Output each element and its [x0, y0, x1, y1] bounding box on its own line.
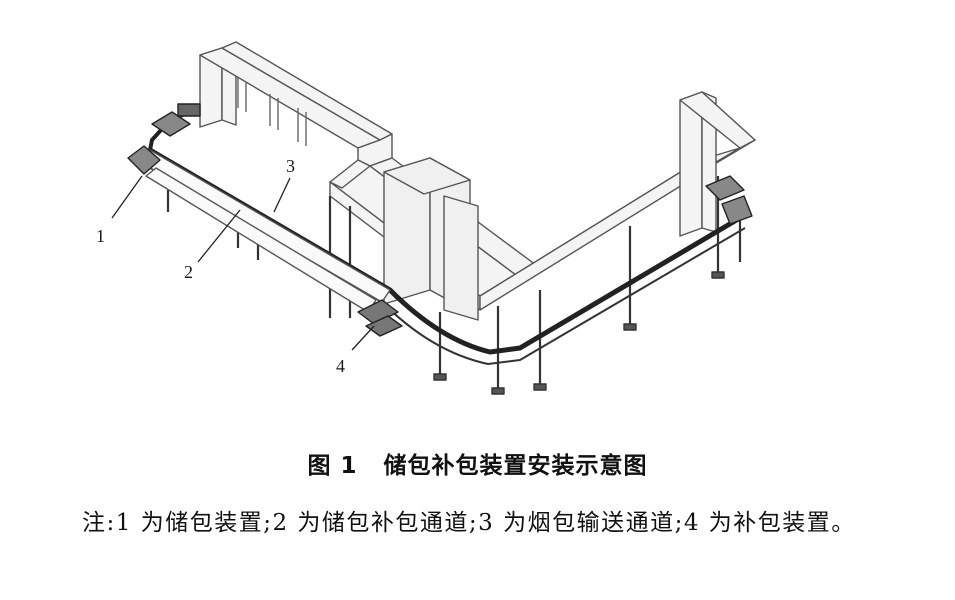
storage-device [127, 103, 201, 175]
central-cabinet [383, 157, 479, 321]
figure-note: 注:1 为储包装置;2 为储包补包通道;3 为烟包输送通道;4 为补包装置。 [82, 510, 856, 536]
callout-label-3: 3 [286, 156, 295, 176]
replenish-device [357, 299, 403, 337]
conveyor-installation-diagram: 1 2 3 4 [96, 41, 756, 395]
callout-leaders [111, 175, 375, 351]
hanging-brackets [237, 78, 307, 146]
right-end-device [705, 175, 753, 225]
callout-label-1: 1 [96, 226, 105, 246]
figure-number: 图 1 [307, 453, 358, 479]
leg-feet [433, 271, 725, 395]
callout-label-2: 2 [184, 262, 193, 282]
callout-label-4: 4 [336, 356, 345, 376]
figure-caption: 图 1 储包补包装置安装示意图 [0, 446, 955, 480]
figure-title: 储包补包装置安装示意图 [383, 453, 648, 479]
